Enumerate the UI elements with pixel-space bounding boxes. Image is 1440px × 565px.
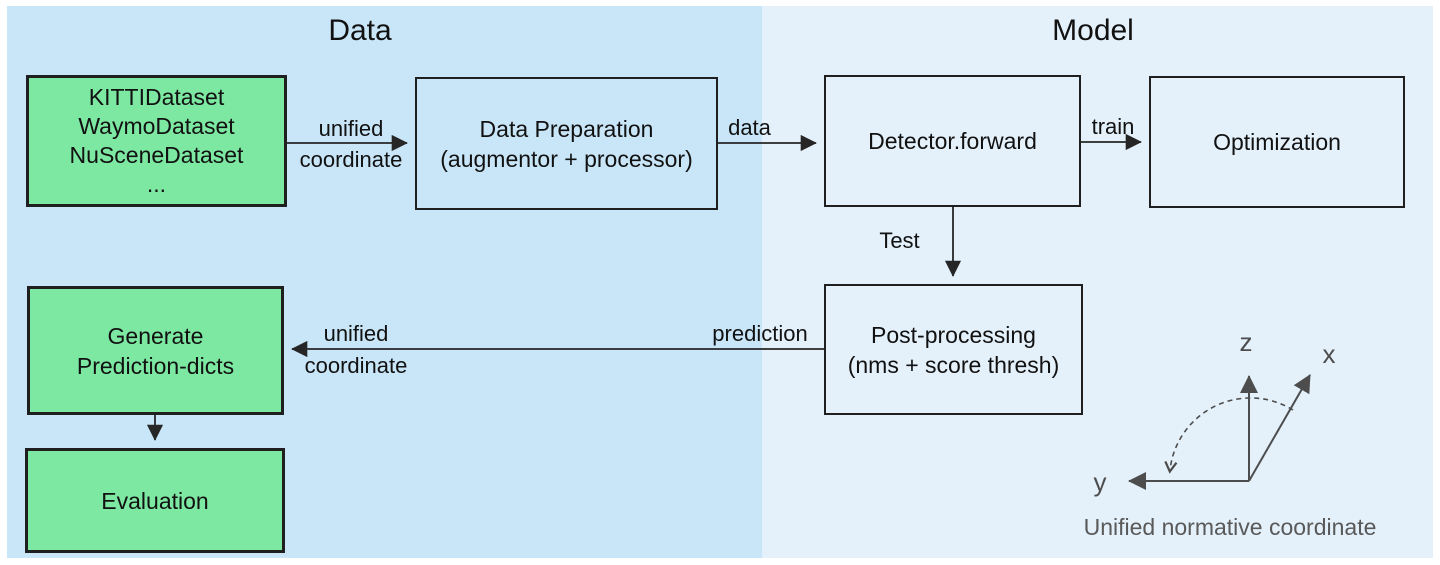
node-post-processing-line: (nms + score thresh) [847, 351, 1060, 378]
z-axis-label: z [1239, 327, 1253, 357]
node-optimization-label: Optimization [1213, 129, 1341, 155]
y-axis-label: y [1093, 467, 1107, 497]
node-evaluation-label: Evaluation [101, 487, 209, 514]
axes-caption: Unified normative coordinate [1083, 514, 1377, 540]
edge-label-unified-top: unified [318, 116, 384, 141]
node-data-preparation-line: Data Preparation [479, 115, 654, 142]
node-generate-prediction-dicts-line: Generate [107, 322, 204, 349]
model-section-title: Model [1052, 14, 1134, 47]
node-datasets-line: KITTIDataset [88, 84, 225, 110]
node-datasets-line: WaymoDataset [78, 113, 235, 139]
node-optimization: Optimization [1149, 76, 1405, 208]
edge-label-prediction: prediction [712, 321, 808, 346]
node-post-processing-line: Post-processing [871, 321, 1036, 348]
model-section-panel [762, 6, 1433, 558]
node-detector-forward-label: Detector.forward [868, 128, 1037, 154]
node-generate-prediction-dicts-line: Prediction-dicts [76, 352, 235, 379]
edge-label-data: data [728, 115, 771, 140]
x-axis-label: x [1322, 339, 1336, 369]
node-post-processing: Post-processing (nms + score thresh) [824, 284, 1083, 415]
edge-label-coordinate-bottom: coordinate [304, 353, 408, 378]
data-section-title: Data [328, 14, 392, 47]
node-data-preparation: Data Preparation (augmentor + processor) [415, 77, 718, 210]
node-generate-prediction-dicts: Generate Prediction-dicts [27, 286, 284, 415]
node-datasets-line: NuSceneDataset [69, 142, 244, 168]
edge-label-test: Test [879, 228, 920, 253]
edge-label-train: train [1091, 114, 1135, 139]
edge-label-unified-bottom: unified [323, 321, 389, 346]
node-datasets: KITTIDataset WaymoDataset NuSceneDataset… [26, 75, 287, 207]
node-data-preparation-line: (augmentor + processor) [440, 145, 693, 172]
edge-label-coordinate-top: coordinate [299, 147, 403, 172]
node-detector-forward: Detector.forward [824, 75, 1081, 207]
node-evaluation: Evaluation [25, 448, 285, 553]
node-datasets-line: ... [146, 171, 167, 197]
